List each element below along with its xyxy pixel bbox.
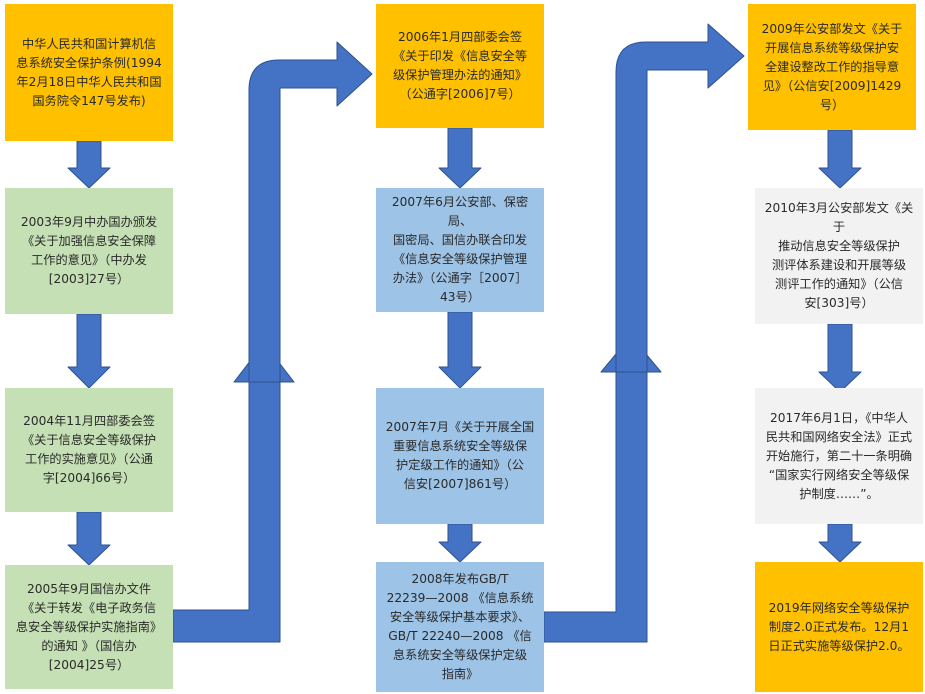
down-arrow-3 [67,511,111,566]
step-text: 2019年网络安全等级保护 制度2.0正式发布。12月1 日正式实施等级保护2.… [768,600,910,653]
step-box-2010: 2010年3月公安部发文《关于 推动信息安全等级保护 测评体系建设和开展等级 测… [755,188,923,324]
step-box-2007-july: 2007年7月《关于开展全国 重要信息系统安全等级保 护定级工作的通知》（公 信… [376,388,544,524]
down-arrow-9 [818,523,862,563]
step-text: 2009年公安部发文《关于 开展信息系统等级保护安 全建设整改工作的指导意 见》… [761,21,903,112]
connector-arrow-2 [543,371,648,643]
step-box-2019: 2019年网络安全等级保护 制度2.0正式发布。12月1 日正式实施等级保护2.… [755,562,923,692]
step-box-2006: 2006年1月四部委会签 《关于印发《信息安全等 级保护管理办法的通知》 （公通… [376,4,544,128]
down-arrow-4 [438,127,482,189]
down-arrow-6 [438,523,482,563]
step-text: 中华人民共和国计算机信 息系统安全保护条例(1994 年2月18日中华人民共和国… [16,36,162,108]
step-text: 2003年9月中办国办颁发 《关于加强信息安全保障 工作的意见》（中办发 [20… [20,215,158,286]
step-text: 2006年1月四部委会签 《关于印发《信息安全等 级保护管理办法的通知》 （公通… [392,30,528,101]
step-box-1994-regulation: 中华人民共和国计算机信 息系统安全保护条例(1994 年2月18日中华人民共和国… [5,4,173,141]
step-box-2005: 2005年9月国信办文件 《关于转发《电子政务信 息安全等级保护实施指南》 的通… [5,565,173,689]
connector-arrow-1 [172,381,281,643]
step-box-2009: 2009年公安部发文《关于 开展信息系统等级保护安 全建设整改工作的指导意 见》… [748,4,916,130]
down-arrow-2 [67,313,111,389]
down-arrow-5 [438,311,482,389]
step-text: 2004年11月四部委会签 《关于信息安全等级保护 工作的实施意见》（公通 字[… [21,414,157,485]
down-arrow-1 [67,140,111,189]
connector-arrow-2-top [615,23,745,373]
step-text: 2007年6月公安部、保密局、 国密局、国信办联合印发 《信息安全等级保护管理 … [391,195,529,304]
step-box-2017: 2017年6月1日，《中华人 民共和国网络安全法》正式 开始施行，第二十一条明确… [755,388,923,524]
step-text: 2017年6月1日，《中华人 民共和国网络安全法》正式 开始施行，第二十一条明确… [765,410,913,501]
step-box-2007-june: 2007年6月公安部、保密局、 国密局、国信办联合印发 《信息安全等级保护管理 … [376,188,544,312]
step-text: 2008年发布GB/T 22239—2008 《信息系统 安全等级保护基本要求》… [386,572,534,681]
step-text: 2007年7月《关于开展全国 重要信息系统安全等级保 护定级工作的通知》（公 信… [385,420,535,491]
connector-arrow-1-top [248,41,373,383]
step-text: 2010年3月公安部发文《关于 推动信息安全等级保护 测评体系建设和开展等级 测… [764,201,914,310]
step-box-2008: 2008年发布GB/T 22239—2008 《信息系统 安全等级保护基本要求》… [376,562,544,692]
step-box-2003: 2003年9月中办国办颁发 《关于加强信息安全保障 工作的意见》（中办发 [20… [5,188,173,314]
step-box-2004: 2004年11月四部委会签 《关于信息安全等级保护 工作的实施意见》（公通 字[… [5,388,173,512]
step-text: 2005年9月国信办文件 《关于转发《电子政务信 息安全等级保护实施指南》 的通… [15,581,163,672]
down-arrow-8 [818,323,862,393]
down-arrow-7 [818,129,862,189]
